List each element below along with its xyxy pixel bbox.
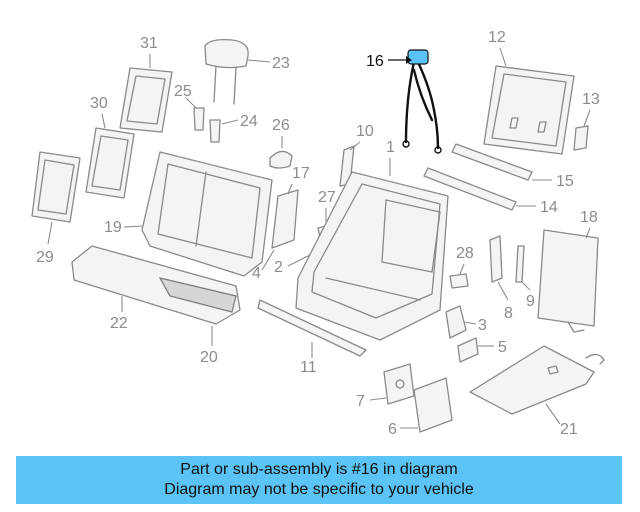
callout-2[interactable]: 2 <box>274 259 283 276</box>
callout-31[interactable]: 31 <box>140 35 158 52</box>
callout-9[interactable]: 9 <box>526 293 535 310</box>
callout-25[interactable]: 25 <box>174 83 192 100</box>
info-banner: Part or sub-assembly is #16 in diagram D… <box>16 456 622 504</box>
callout-3[interactable]: 3 <box>478 317 487 334</box>
callout-23[interactable]: 23 <box>272 55 290 72</box>
callout-14[interactable]: 14 <box>540 199 558 216</box>
part-29-panel <box>31 151 81 223</box>
callout-6[interactable]: 6 <box>388 421 397 438</box>
part-17-trim <box>271 189 299 249</box>
callout-20[interactable]: 20 <box>200 349 218 366</box>
part-31-guide <box>119 67 173 133</box>
part-6-cover <box>413 377 453 433</box>
callout-19[interactable]: 19 <box>104 219 122 236</box>
parts-diagram: 29 30 31 23 25 24 26 19 <box>31 29 605 438</box>
part-1-frame <box>295 171 449 341</box>
callout-26[interactable]: 26 <box>272 117 290 134</box>
part-13-cover <box>573 125 589 151</box>
callout-24[interactable]: 24 <box>240 113 258 130</box>
callout-22[interactable]: 22 <box>110 315 128 332</box>
part-28-clip <box>449 273 469 289</box>
callout-11[interactable]: 11 <box>300 359 317 376</box>
callout-30[interactable]: 30 <box>90 95 108 112</box>
callout-4[interactable]: 4 <box>252 265 261 282</box>
banner-disclaimer-line: Diagram may not be specific to your vehi… <box>164 481 474 498</box>
part-23-headrest <box>204 38 249 105</box>
callout-16[interactable]: 16 <box>366 53 384 70</box>
part-21-mat <box>469 345 605 415</box>
part-19-seatback <box>141 151 273 277</box>
callout-28[interactable]: 28 <box>456 245 474 262</box>
part-14-bar <box>423 167 517 211</box>
callout-15[interactable]: 15 <box>556 173 574 190</box>
part-8-bracket <box>489 235 503 283</box>
callout-10[interactable]: 10 <box>356 123 374 140</box>
part-22-cushion <box>71 245 241 325</box>
part-12-panel <box>483 65 575 155</box>
callout-17[interactable]: 17 <box>292 165 310 182</box>
callout-1[interactable]: 1 <box>386 139 395 156</box>
part-9-rod <box>515 245 525 283</box>
callout-8[interactable]: 8 <box>504 305 513 322</box>
part-18-panel <box>537 229 599 333</box>
part-5-bracket <box>457 337 479 363</box>
banner-part-line: Part or sub-assembly is #16 in diagram <box>180 461 458 478</box>
part-26-bezel <box>269 150 293 169</box>
callout-29[interactable]: 29 <box>36 249 54 266</box>
callout-21[interactable]: 21 <box>560 421 578 438</box>
part-11-bar <box>257 299 367 357</box>
callout-5[interactable]: 5 <box>498 339 507 356</box>
part-30-frame <box>85 127 135 199</box>
part-25-sleeve <box>193 107 205 131</box>
part-24-sleeve <box>209 119 221 143</box>
part-16-harness[interactable] <box>402 49 442 154</box>
part-3-pivot <box>445 305 467 339</box>
part-15-bar <box>451 143 533 181</box>
callout-12[interactable]: 12 <box>488 29 506 46</box>
callout-18[interactable]: 18 <box>580 209 598 226</box>
callout-27[interactable]: 27 <box>318 189 336 206</box>
callout-7[interactable]: 7 <box>356 393 365 410</box>
callout-13[interactable]: 13 <box>582 91 600 108</box>
part-7-plate <box>383 363 415 405</box>
